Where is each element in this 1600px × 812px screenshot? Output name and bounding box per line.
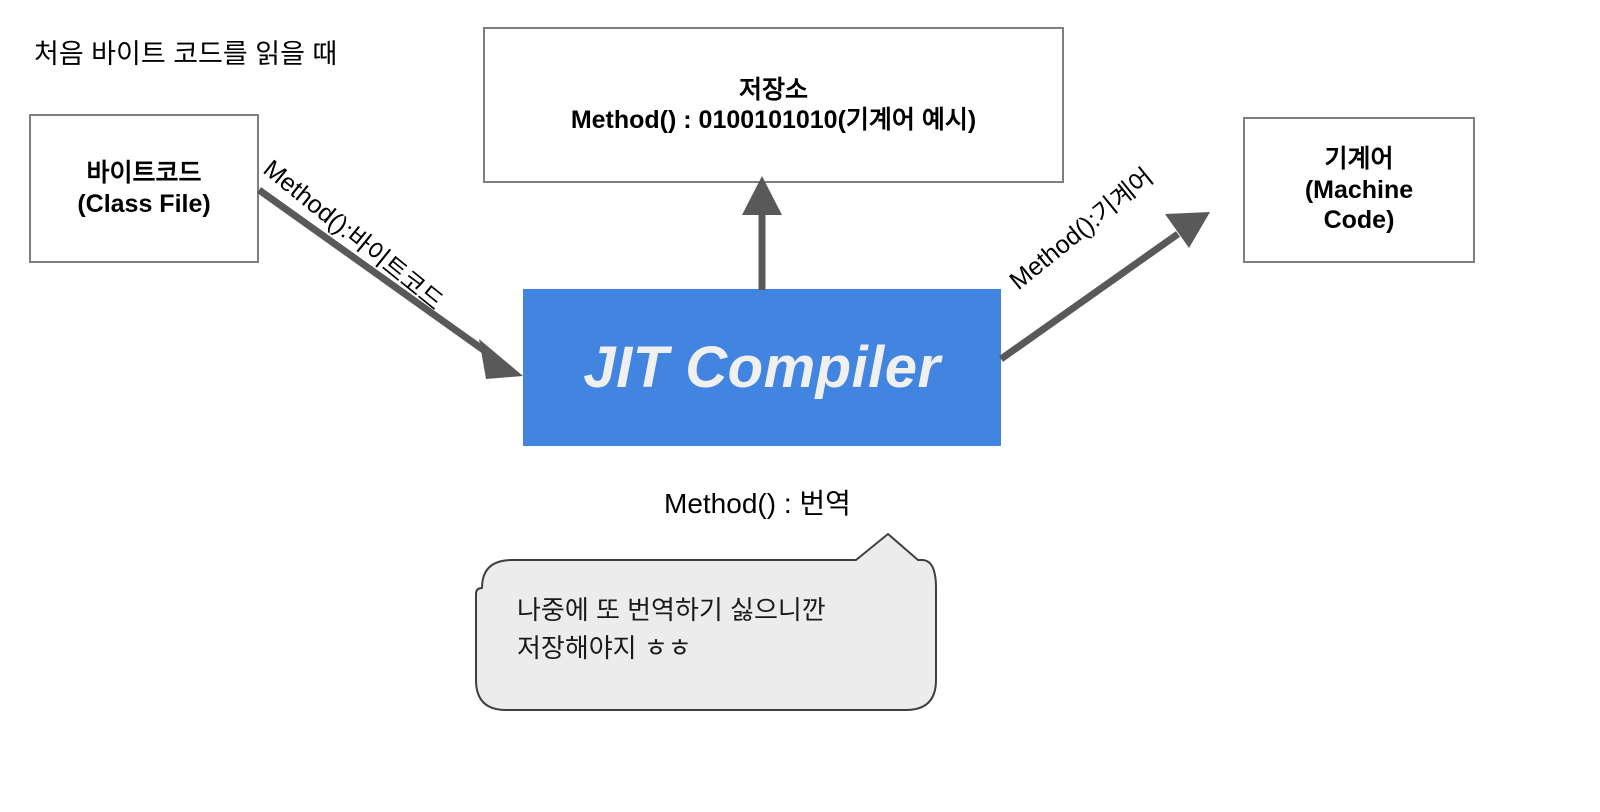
jit-compiler-label: JIT Compiler <box>583 335 941 400</box>
machine-code-box-line1: 기계어 <box>1324 145 1394 174</box>
bytecode-box[interactable]: 바이트코드 (Class File) <box>29 114 259 263</box>
speech-callout-text: 나중에 또 번역하기 싫으니깐 저장해야지 ㅎㅎ <box>517 595 826 663</box>
storage-box-line2: Method() : 0100101010(기계어 예시) <box>570 106 977 134</box>
storage-box-line1: 저장소 <box>738 75 808 104</box>
arrow-jit-to-storage <box>742 176 782 290</box>
bytecode-box-line2: (Class File) <box>77 189 211 218</box>
machine-code-box-line2: (Machine <box>1304 175 1414 204</box>
storage-box[interactable]: 저장소 Method() : 0100101010(기계어 예시) <box>483 27 1064 183</box>
page-title: 처음 바이트 코드를 읽을 때 <box>34 39 338 69</box>
jit-compiler-box[interactable]: JIT Compiler <box>523 289 1001 446</box>
speech-callout[interactable]: 나중에 또 번역하기 싫으니깐 저장해야지 ㅎㅎ <box>470 530 940 720</box>
bytecode-box-line1: 바이트코드 <box>86 159 202 187</box>
machine-code-box[interactable]: 기계어 (Machine Code) <box>1243 117 1475 263</box>
speech-callout-shape <box>475 533 937 711</box>
edge-label-translate: Method() : 번역 <box>664 488 851 519</box>
machine-code-box-line3: Code) <box>1323 206 1395 235</box>
edge-label-bytecode-to-jit: Method():바이트코드 <box>257 154 449 317</box>
